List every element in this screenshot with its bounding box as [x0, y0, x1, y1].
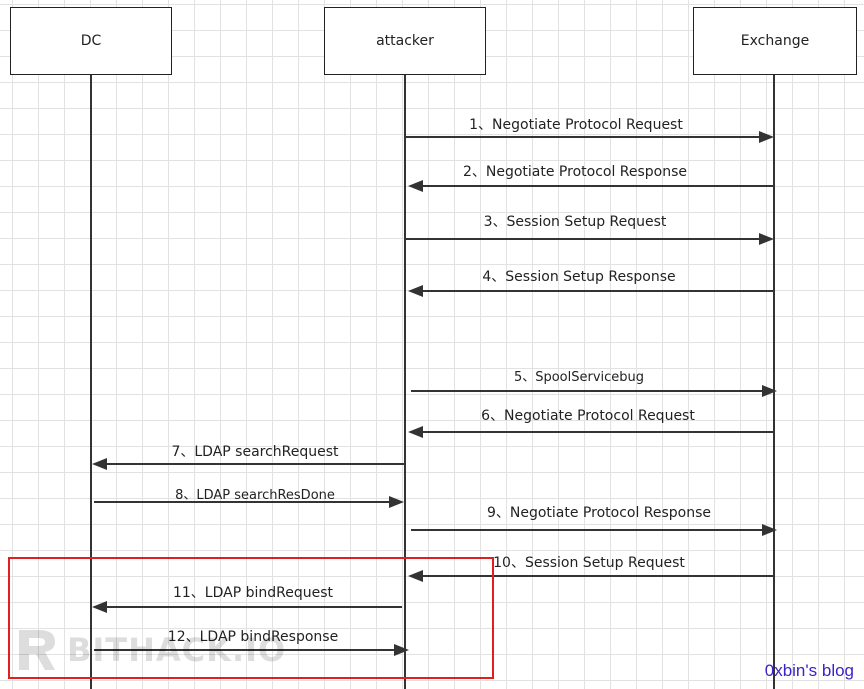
message-7-arrowhead: [92, 458, 107, 470]
message-5-arrow: [411, 390, 763, 392]
message-6-label: 6、Negotiate Protocol Request: [481, 408, 695, 424]
blog-label: 0xbin's blog: [764, 661, 854, 680]
watermark-text: BITHACK.IO: [67, 631, 287, 669]
actor-attacker-label: attacker: [376, 33, 434, 49]
message-5-arrowhead: [762, 385, 777, 397]
message-11-arrowhead: [92, 601, 107, 613]
message-2-arrowhead: [408, 180, 423, 192]
message-9-arrow: [411, 529, 763, 531]
message-6-arrow: [423, 431, 774, 433]
message-4-label: 4、Session Setup Response: [482, 269, 676, 285]
lifeline-exchange: [773, 75, 775, 689]
message-7-label: 7、LDAP searchRequest: [171, 444, 339, 460]
lifeline-attacker: [404, 75, 406, 689]
message-4-arrow: [423, 290, 774, 292]
message-1-label: 1、Negotiate Protocol Request: [469, 117, 683, 133]
message-10-arrowhead: [408, 570, 423, 582]
message-11-label: 11、LDAP bindRequest: [172, 585, 334, 601]
message-9-arrowhead: [762, 524, 777, 536]
message-8-arrow: [94, 501, 390, 503]
message-3-arrow: [405, 238, 760, 240]
message-4-arrowhead: [408, 285, 423, 297]
message-2-arrow: [423, 185, 774, 187]
message-12-arrow: [94, 649, 395, 651]
message-2-label: 2、Negotiate Protocol Response: [462, 164, 688, 180]
watermark: BITHACK.IO: [15, 626, 286, 674]
message-9-label: 9、Negotiate Protocol Response: [486, 505, 712, 521]
actor-dc: DC: [10, 7, 172, 75]
message-3-label: 3、Session Setup Request: [483, 214, 667, 230]
message-10-arrow: [423, 575, 774, 577]
message-12-label: 12、LDAP bindResponse: [167, 629, 339, 645]
message-11-arrow: [106, 606, 402, 608]
watermark-logo-icon: [19, 630, 55, 670]
actor-dc-label: DC: [80, 33, 102, 49]
actor-exchange: Exchange: [693, 7, 857, 75]
lifeline-dc: [90, 75, 92, 689]
message-12-arrowhead: [394, 644, 409, 656]
message-10-label: 10、Session Setup Request: [493, 555, 685, 571]
message-5-label: 5、SpoolServicebug: [513, 370, 645, 385]
highlight-box: [8, 557, 494, 679]
message-8-label: 8、LDAP searchResDone: [175, 488, 335, 503]
message-1-arrow: [405, 136, 760, 138]
actor-exchange-label: Exchange: [740, 33, 810, 49]
message-8-arrowhead: [389, 496, 404, 508]
message-1-arrowhead: [759, 131, 774, 143]
message-7-arrow: [106, 463, 405, 465]
message-3-arrowhead: [759, 233, 774, 245]
message-6-arrowhead: [408, 426, 423, 438]
actor-attacker: attacker: [324, 7, 486, 75]
